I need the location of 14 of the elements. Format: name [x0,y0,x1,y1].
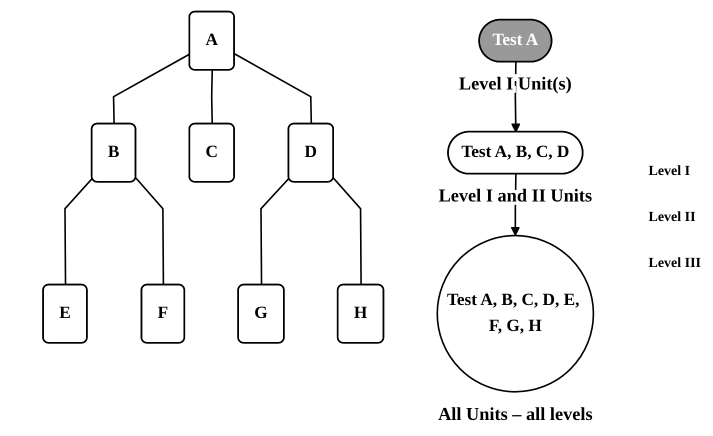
connector [112,53,190,124]
connector [234,53,312,124]
level-label: Level III [648,256,701,272]
node-caption: All Units – all levels [438,404,593,424]
connector [260,178,290,286]
connector [135,177,164,286]
connector [210,70,214,124]
level-label: Level II [648,210,697,226]
node-circle: Test A, B, C, D, E, F, G, H [436,234,594,393]
level-label: Level I [648,164,692,180]
arrow [511,62,520,133]
node-caption: Level I Unit(s) [458,74,572,94]
connector [64,178,93,286]
connector [332,178,362,286]
